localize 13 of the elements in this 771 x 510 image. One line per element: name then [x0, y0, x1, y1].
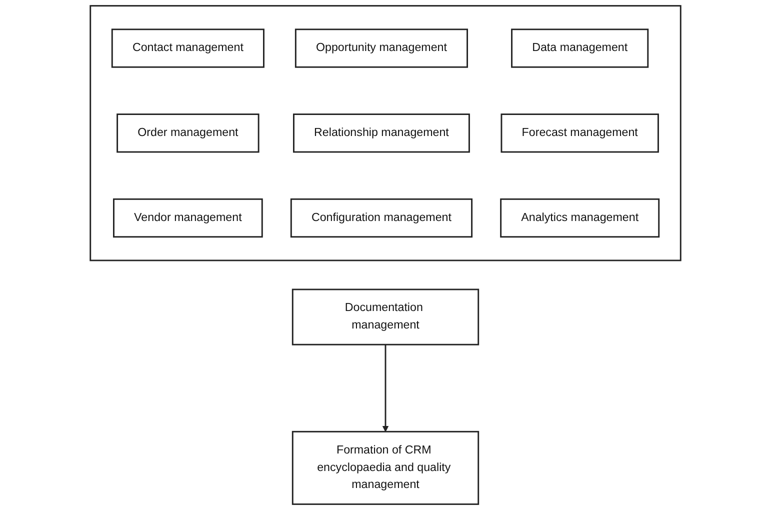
node-box: Formation of CRM encyclopaedia and quality management — [292, 430, 480, 505]
node-box: Analytics management — [500, 198, 660, 238]
node-box: Data management — [511, 28, 649, 68]
node-box: Order management — [116, 114, 260, 153]
node-box: Vendor management — [113, 198, 263, 238]
node-box: Documentation management — [292, 288, 480, 346]
node-box: Contact management — [111, 28, 264, 68]
node-box: Relationship management — [293, 114, 470, 153]
arrow — [382, 344, 389, 432]
cluster — [90, 5, 682, 262]
node-box: Forecast management — [500, 114, 659, 153]
node-box: Opportunity management — [294, 28, 468, 68]
node-box: Configuration management — [290, 198, 473, 238]
